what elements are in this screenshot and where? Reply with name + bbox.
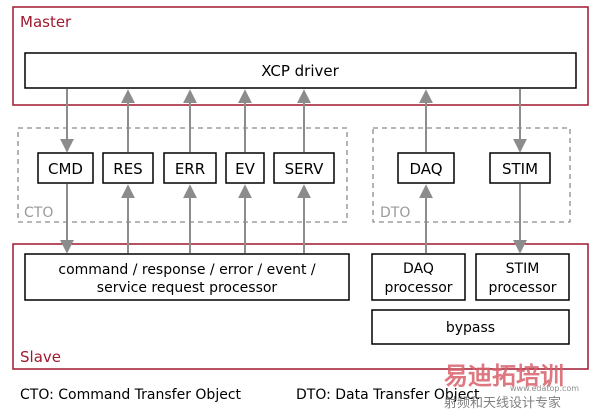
- cmd-box: [37, 152, 94, 184]
- command-processor-line1: command / response / error / event /: [58, 262, 316, 278]
- cto-group: [17, 127, 348, 223]
- watermark-url: www.edatop.com: [510, 384, 579, 393]
- serv-box: [273, 152, 335, 184]
- command-processor-line2: service request processor: [97, 280, 278, 296]
- daq-label: DAQ: [409, 160, 442, 178]
- daq-box: [397, 152, 455, 184]
- daq-processor-line1: DAQ: [403, 261, 434, 277]
- ev-box: [225, 152, 265, 184]
- ev-label: EV: [235, 160, 255, 178]
- slave-frame: [12, 243, 589, 370]
- daq-processor-line2: processor: [384, 280, 452, 296]
- bypass-box: [371, 309, 570, 345]
- command-processor-box: [24, 253, 350, 301]
- xcp-driver-box: [24, 52, 577, 89]
- cmd-label: CMD: [48, 160, 83, 178]
- master-label: Master: [20, 13, 72, 31]
- stim-processor-line2: processor: [488, 280, 556, 296]
- stim-processor-box: [475, 253, 570, 301]
- err-box: [163, 152, 217, 184]
- dto-group: [372, 127, 571, 223]
- res-label: RES: [113, 160, 142, 178]
- watermark-text: 易迪拓培训: [444, 362, 564, 390]
- slave-label: Slave: [20, 348, 61, 366]
- dto-group-label: DTO: [380, 205, 410, 221]
- cto-group-label: CTO: [24, 205, 53, 221]
- daq-processor-box: [371, 253, 466, 301]
- dto-definition: DTO: Data Transfer Object: [296, 387, 480, 403]
- stim-label: STIM: [502, 160, 538, 178]
- stim-processor-line1: STIM: [506, 261, 540, 277]
- bypass-label: bypass: [446, 320, 495, 336]
- serv-label: SERV: [285, 160, 325, 178]
- watermark-logo: 易迪拓培训 www.edatop.com 射频和天线设计专家: [444, 362, 579, 411]
- err-label: ERR: [175, 160, 205, 178]
- cto-definition: CTO: Command Transfer Object: [20, 387, 242, 403]
- stim-box: [489, 152, 551, 184]
- master-frame: [12, 6, 589, 106]
- xcp-driver-label: XCP driver: [261, 62, 339, 80]
- res-box: [102, 152, 154, 184]
- watermark-subtext: 射频和天线设计专家: [444, 395, 561, 411]
